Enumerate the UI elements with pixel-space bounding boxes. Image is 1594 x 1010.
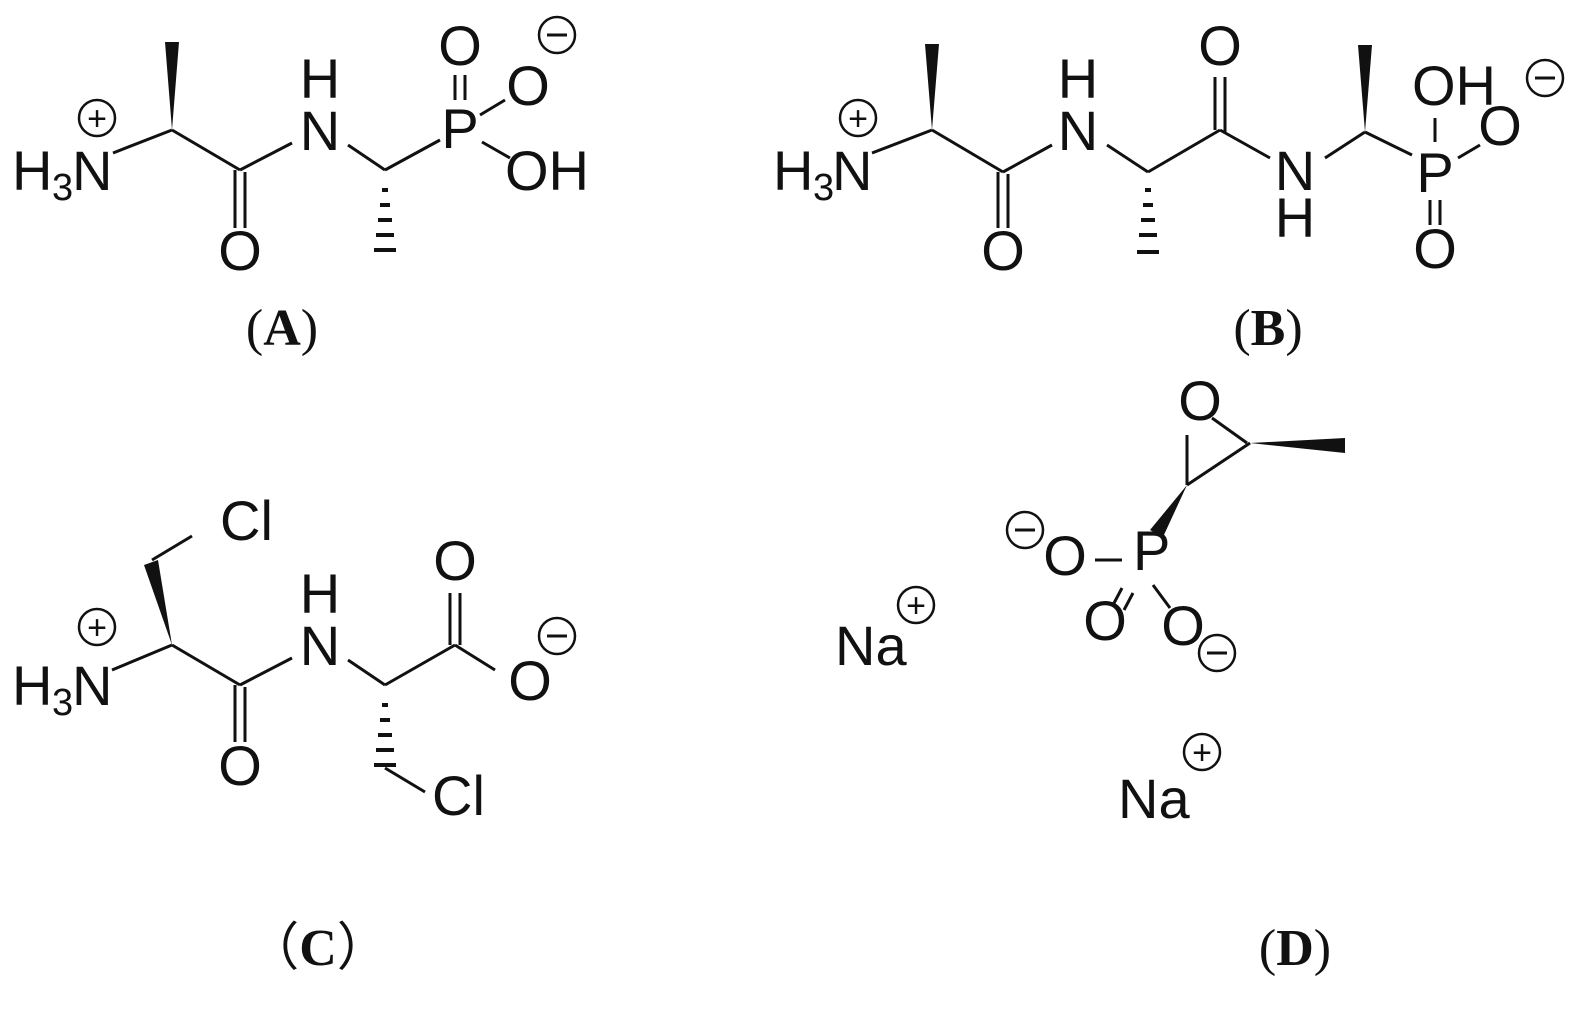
cl-top: Cl xyxy=(220,489,273,552)
label-c: （C） xyxy=(247,920,389,977)
p-hydroxyl: OH xyxy=(505,139,589,202)
phosphorus: P xyxy=(1133,519,1170,582)
negative-charge-icon xyxy=(537,15,577,55)
positive-charge-icon: + xyxy=(838,98,878,138)
amine-subscript: 3 xyxy=(52,682,73,724)
positive-charge-icon: + xyxy=(77,98,117,138)
p-oxide-right-o: O xyxy=(1161,594,1205,657)
carbonyl-o: O xyxy=(218,734,262,797)
phosphorus: P xyxy=(441,97,478,160)
positive-charge-icon: + xyxy=(77,607,117,647)
label-a: (A) xyxy=(246,300,318,357)
wedge-bond-icon xyxy=(925,44,939,130)
svg-text:+: + xyxy=(906,587,926,625)
wedge-bond-icon xyxy=(165,42,179,130)
amide-h: H xyxy=(300,562,340,625)
svg-text:+: + xyxy=(848,100,868,138)
amide2-n: N xyxy=(1275,139,1315,202)
wedge-bond-icon xyxy=(1150,485,1187,537)
amide2-h: H xyxy=(1275,186,1315,249)
hash-bond-icon xyxy=(1137,188,1159,254)
wedge-bond-icon xyxy=(144,560,172,645)
p-hydroxyl: OH xyxy=(1412,54,1496,117)
label-d: (D) xyxy=(1259,920,1331,977)
amide-n: N xyxy=(300,614,340,677)
p-oxide-o: O xyxy=(506,54,550,117)
amine-n: N xyxy=(72,654,112,717)
carbonyl2-o: O xyxy=(1198,14,1242,77)
amine-n: N xyxy=(72,139,112,202)
label-b: (B) xyxy=(1233,300,1302,357)
positive-charge-icon: + xyxy=(1182,732,1222,772)
carbonyl1-o: O xyxy=(981,219,1025,282)
cl-bottom: Cl xyxy=(432,764,485,827)
amine-h: H xyxy=(12,654,52,717)
amide1-n: N xyxy=(1058,99,1098,162)
p-oxo-o: O xyxy=(1413,217,1457,280)
amine-subscript: 3 xyxy=(813,167,834,209)
amine-n: N xyxy=(832,139,872,202)
p-oxide-o: O xyxy=(1478,94,1522,157)
structure-a: H 3 N + O N H P O O xyxy=(12,14,589,282)
structure-c: H 3 N + Cl O N H Cl O O xyxy=(12,489,577,827)
svg-text:+: + xyxy=(87,609,107,647)
structure-d: O P O O O Na + Na + xyxy=(835,369,1345,830)
amine-h: H xyxy=(12,139,52,202)
negative-charge-icon xyxy=(1197,633,1237,673)
sodium-ion-2: Na xyxy=(1118,767,1190,830)
epoxide-o: O xyxy=(1178,369,1222,432)
amide-h: H xyxy=(300,47,340,110)
carboxyl-o: O xyxy=(433,529,477,592)
p-oxide-left-o: O xyxy=(1043,524,1087,587)
carboxylate-o: O xyxy=(508,649,552,712)
negative-charge-icon xyxy=(537,616,577,656)
svg-text:+: + xyxy=(87,100,107,138)
wedge-bond-icon xyxy=(1358,45,1372,132)
amide1-h: H xyxy=(1058,47,1098,110)
positive-charge-icon: + xyxy=(896,585,936,625)
sodium-ion-1: Na xyxy=(835,614,907,677)
p-oxo-o: O xyxy=(1083,589,1127,652)
negative-charge-icon xyxy=(1525,58,1565,98)
amide-n: N xyxy=(300,99,340,162)
hash-bond-icon xyxy=(374,703,396,767)
phosphorus: P xyxy=(1416,141,1453,204)
hash-bond-icon xyxy=(374,188,396,252)
amine-subscript: 3 xyxy=(52,167,73,209)
negative-charge-icon xyxy=(1005,510,1045,550)
svg-text:+: + xyxy=(1192,734,1212,772)
carbonyl-o: O xyxy=(218,219,262,282)
structure-b: H 3 N + O N H O N H P xyxy=(773,14,1565,282)
p-oxo-o: O xyxy=(438,14,482,77)
wedge-bond-icon xyxy=(1250,438,1345,453)
amine-h: H xyxy=(773,139,813,202)
